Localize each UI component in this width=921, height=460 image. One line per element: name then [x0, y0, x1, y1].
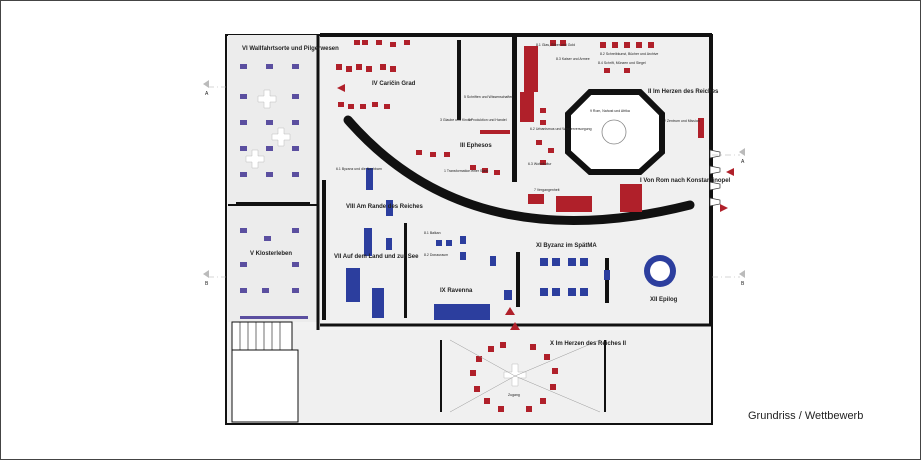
- label-4: 4 Produktion und Handel: [468, 118, 507, 122]
- label-8-2: 8.2 Schreibkunst, Bücher und Archive: [600, 52, 658, 56]
- section-i-title: I Von Rom nach Konstantinopel: [640, 178, 731, 184]
- display-cases-red: [336, 40, 704, 212]
- section-ix-title: IX Ravenna: [440, 288, 473, 294]
- axis-label-right-lower: B: [741, 281, 745, 287]
- section-v-title: V Klosterleben: [250, 251, 292, 257]
- section-vii-title: VII Auf dem Land und zur See: [334, 254, 419, 260]
- label-8-2-donau: 8.2 Donauraum: [424, 253, 448, 257]
- section-viii-title: VIII Am Rande des Reiches: [346, 204, 423, 210]
- section-ii-title: II Im Herzen des Reiches: [648, 89, 719, 95]
- display-cases-purple: [240, 64, 299, 293]
- axis-label-right-upper: A: [741, 159, 745, 165]
- label-8-1-balkan: 8.1 Balkan: [424, 231, 441, 235]
- axis-label-left-upper: A: [205, 91, 209, 97]
- octagon-room: [565, 89, 665, 175]
- label-5: 5 Schriften und Wissenschaften: [464, 95, 513, 99]
- label-6-1: 6.1 Byzanz und die Nachbarn: [336, 167, 382, 171]
- stair-steps: [239, 322, 281, 350]
- section-xi-title: XI Byzanz im SpätMA: [536, 243, 597, 249]
- label-8-1: 8.1 Glas, Silber und Gold: [536, 43, 575, 47]
- section-iii-title: III Ephesos: [460, 143, 492, 149]
- entrance-arrows: [337, 84, 734, 330]
- section-markers: [203, 80, 745, 278]
- ring-lines: [449, 339, 601, 413]
- label-1: 1 Transformation einer Stadt: [444, 169, 488, 173]
- stair-landing: [231, 349, 299, 423]
- section-vi-title: VI Wallfahrtsorte und Pilgerwesen: [242, 46, 339, 52]
- partition-6: [404, 223, 407, 318]
- partition-1: [457, 40, 461, 120]
- staircase: [231, 321, 293, 351]
- purple-strip: [240, 316, 308, 319]
- label-6-3: 6.3 Wohnkultur: [528, 162, 552, 166]
- partition-4: [605, 258, 609, 303]
- label-6-2: 6.2 Urbanismus und Wasserversorgung: [530, 127, 592, 131]
- partition-5: [322, 180, 326, 320]
- curved-wall: [343, 115, 695, 225]
- display-cases-blue: [346, 168, 610, 320]
- label-2: 2 Zentrum und Mission: [664, 119, 700, 123]
- cross-symbols: [245, 89, 527, 387]
- left-wing: [228, 35, 318, 322]
- section-xii-title: XII Epilog: [650, 297, 678, 303]
- door-steps: [709, 149, 721, 207]
- octagon-center: [601, 119, 627, 145]
- label-9: 9 Rom, Nahost und Afrika: [590, 109, 630, 113]
- plan-caption: Grundriss / Wettbewerb: [748, 410, 864, 422]
- section-lines: [208, 86, 740, 278]
- epilog-circle-inner: [650, 261, 670, 281]
- label-3: 3 Glaube und Kirche: [440, 118, 472, 122]
- divider-bar: [236, 202, 310, 206]
- label-8-4: 8.4 Schrift, Münzen und Siegel: [598, 61, 646, 65]
- label-8-3: 8.3 Kaiser und Armee: [556, 57, 590, 61]
- partition-3: [516, 252, 520, 307]
- section-iv-title: IV Caričin Grad: [372, 81, 416, 87]
- axis-label-left-lower: B: [205, 281, 209, 287]
- label-zugang: Zugang: [508, 393, 520, 397]
- partition-2: [512, 37, 517, 182]
- label-7: 7 Vergangenheit: [534, 188, 560, 192]
- lower-area: [228, 330, 710, 422]
- section-x-title: X Im Herzen des Reiches II: [550, 341, 626, 347]
- ring-cases: [470, 342, 558, 412]
